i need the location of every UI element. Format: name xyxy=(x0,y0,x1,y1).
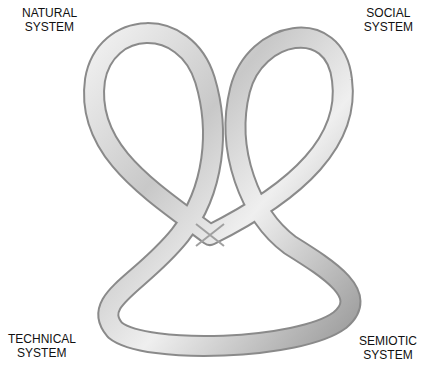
system-label: TECHNICAL SYSTEM xyxy=(8,332,76,360)
system-label: SEMIOTIC SYSTEM xyxy=(359,334,417,362)
system-label: NATURAL SYSTEM xyxy=(22,6,77,34)
ribbon-face xyxy=(94,33,350,346)
system-label: SOCIAL SYSTEM xyxy=(364,6,413,34)
ribbon-twist xyxy=(196,224,224,246)
ribbon-edge xyxy=(94,33,350,346)
